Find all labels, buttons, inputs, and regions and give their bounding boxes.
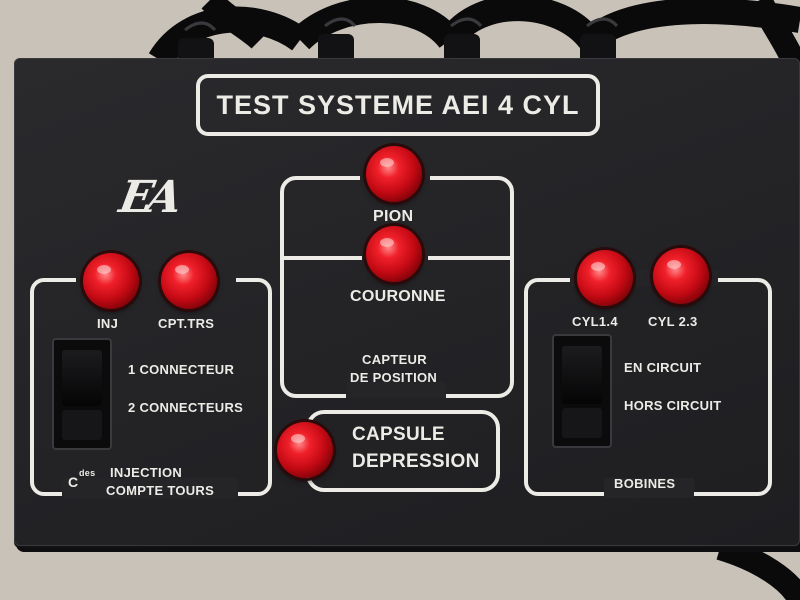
front-panel xyxy=(14,58,800,546)
led-pion-label: PION xyxy=(373,208,414,225)
center-footer-de-position: DE POSITION xyxy=(350,370,438,385)
led-couronne-label: COURONNE xyxy=(350,288,446,305)
led-cpt-trs xyxy=(161,253,217,309)
title-frame xyxy=(196,74,600,136)
left-frame-footer-gap xyxy=(62,478,238,498)
right-footer-bobines: BOBINES xyxy=(614,476,676,491)
right-frame-footer-gap xyxy=(604,478,694,498)
led-cyl-2-3 xyxy=(653,248,709,304)
left-footer-injection: INJECTION xyxy=(110,465,183,480)
left-footer-superscript: des xyxy=(79,468,96,478)
left-footer-prefix: C xyxy=(68,474,79,490)
switch-option-en-circuit: EN CIRCUIT xyxy=(624,360,702,375)
switch-rocker-lower xyxy=(62,410,102,440)
center-footer-capteur: CAPTEUR xyxy=(362,352,427,367)
injection-mode-switch[interactable] xyxy=(52,338,112,450)
capsule-label-line2: DEPRESSION xyxy=(352,451,480,472)
led-inj xyxy=(83,253,139,309)
led-inj-label: INJ xyxy=(97,316,119,331)
left-footer-compte-tours: COMPTE TOURS xyxy=(106,483,215,498)
switch-option-1-connecteur: 1 CONNECTEUR xyxy=(128,362,235,377)
led-couronne xyxy=(366,226,422,282)
switch-rocker-lower xyxy=(562,408,602,438)
led-cyl-1-4-label: CYL1.4 xyxy=(572,314,618,329)
led-cpt-trs-label: CPT.TRS xyxy=(158,316,215,331)
switch-rocker-upper xyxy=(62,350,102,406)
capsule-label-line1: CAPSULE xyxy=(352,424,445,445)
device-title: TEST SYSTEME AEI 4 CYL xyxy=(216,90,580,120)
led-cyl-2-3-label: CYL 2.3 xyxy=(648,314,698,329)
led-cyl-1-4 xyxy=(577,250,633,306)
switch-rocker-upper xyxy=(562,346,602,404)
center-frame-gap-bottom xyxy=(346,382,446,398)
switch-option-hors-circuit: HORS CIRCUIT xyxy=(624,398,722,413)
brand-logo: EA xyxy=(115,172,181,223)
switch-option-2-connecteurs: 2 CONNECTEURS xyxy=(128,400,244,415)
led-capsule xyxy=(277,422,333,478)
led-pion xyxy=(366,146,422,202)
coils-circuit-switch[interactable] xyxy=(552,334,612,448)
